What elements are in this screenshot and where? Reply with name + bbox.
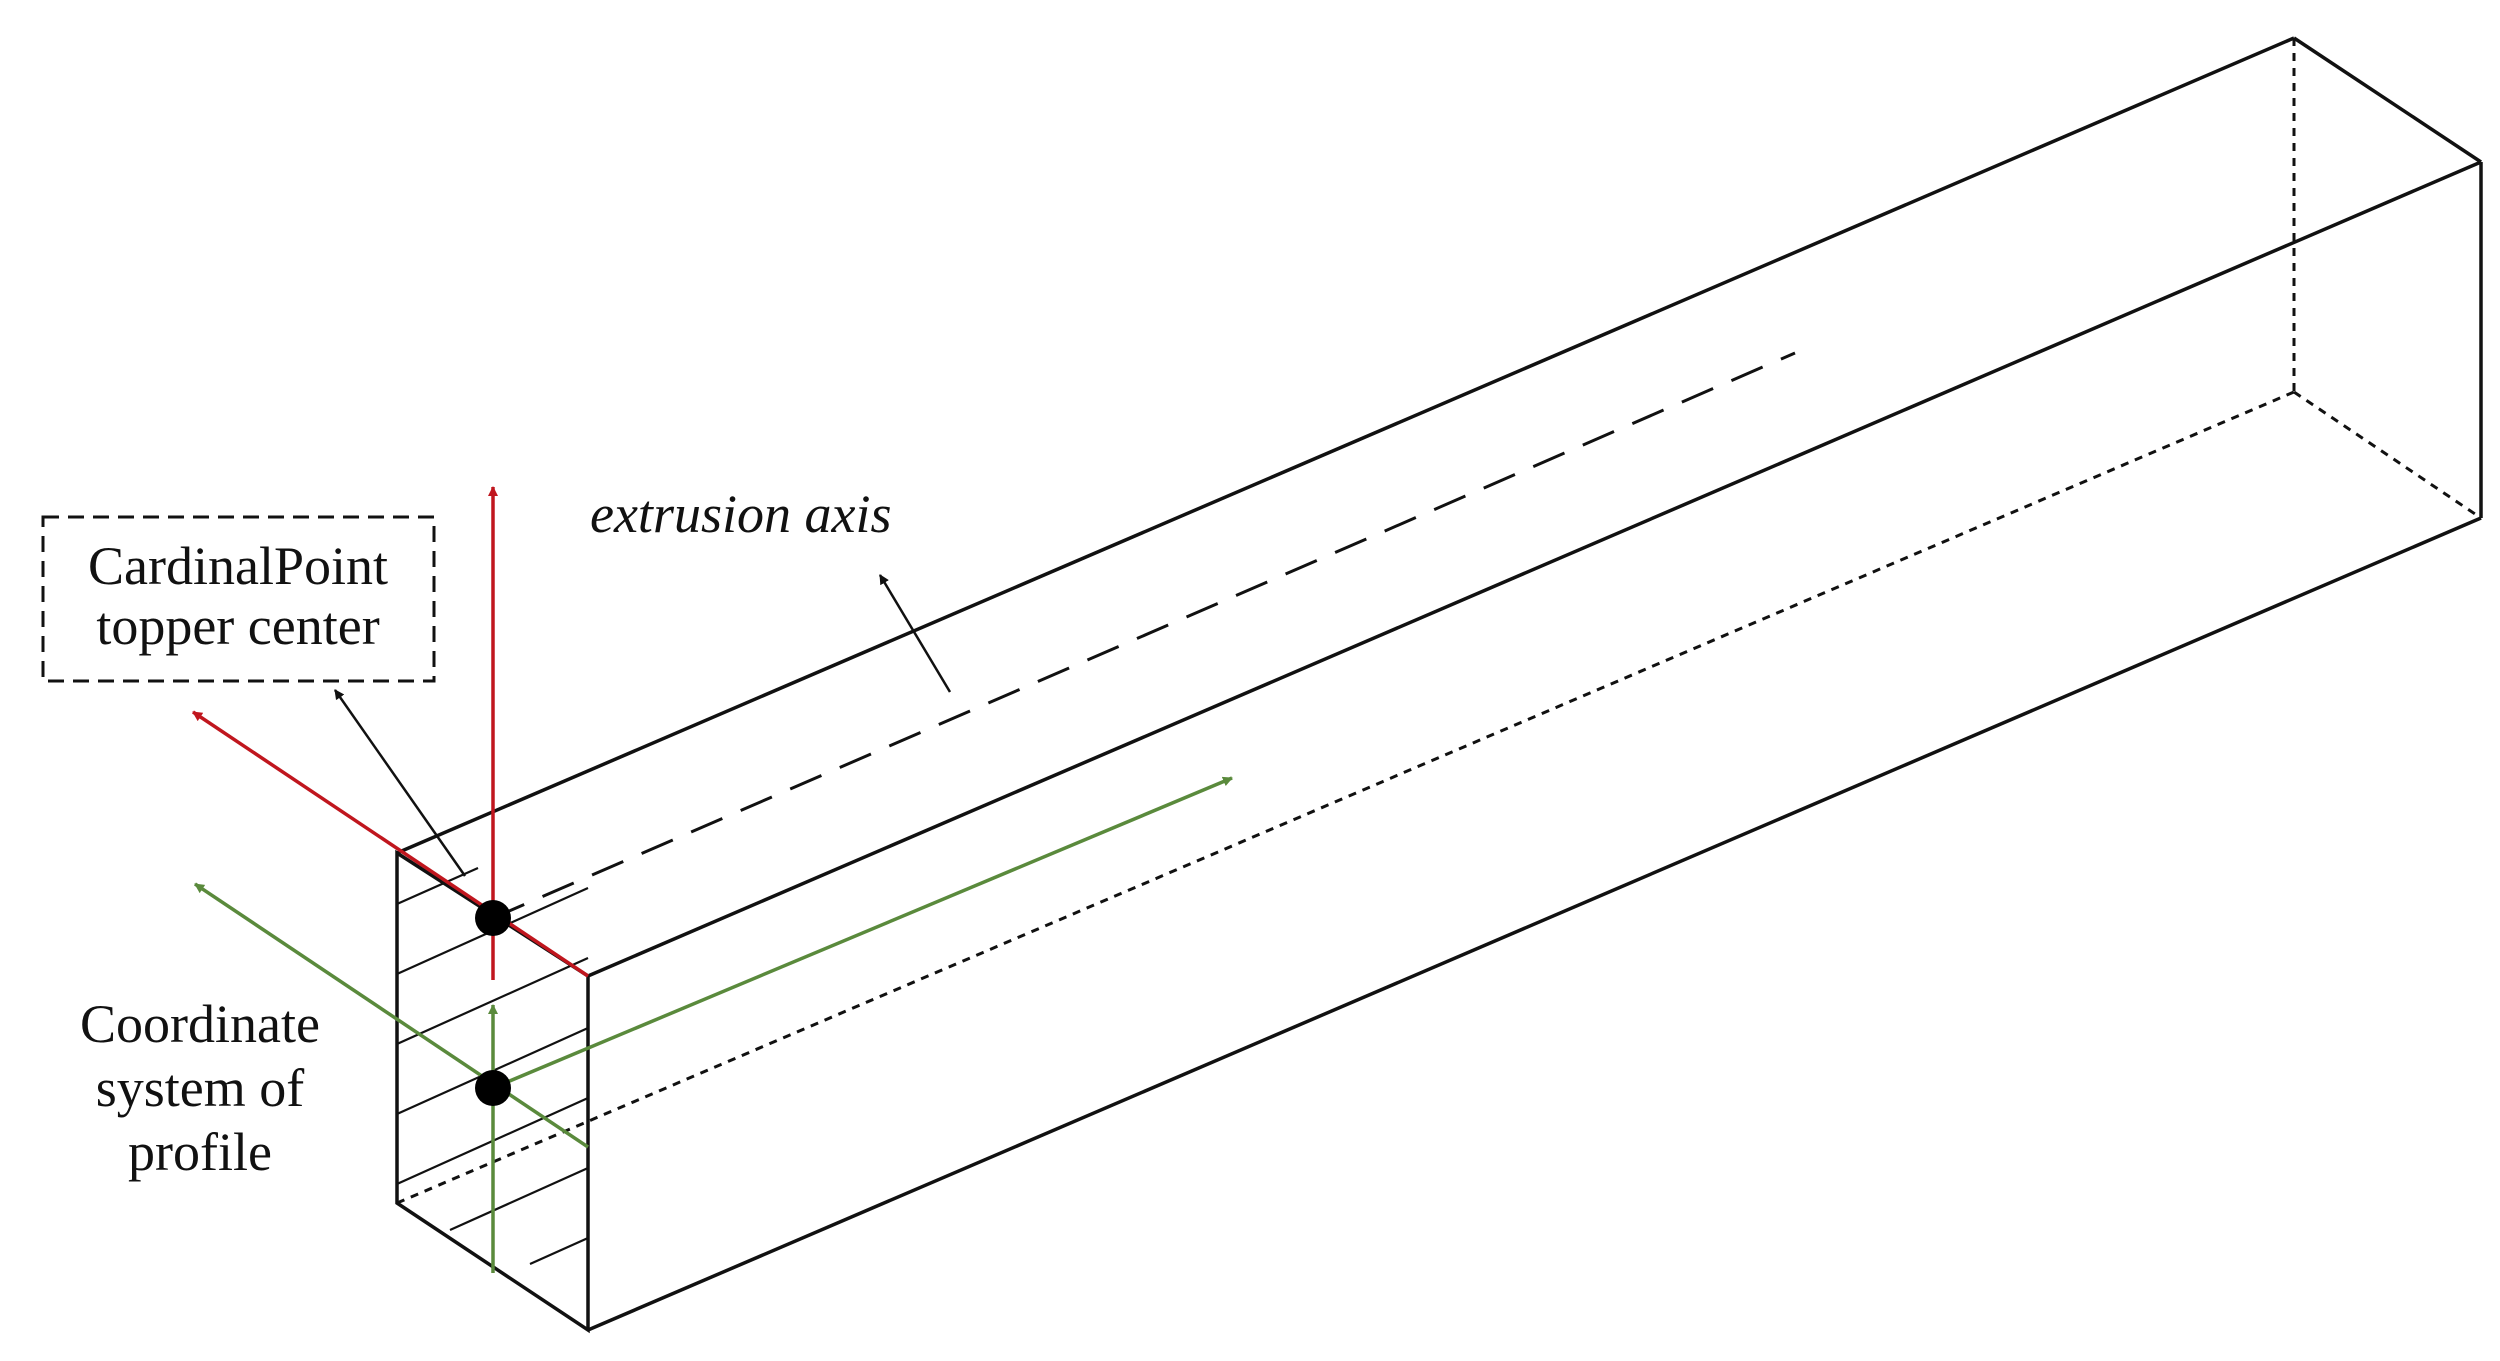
prism-outline (395, 36, 2483, 1334)
profile-x-axis (194, 882, 589, 1149)
coordinate-system-label-line2: system of (96, 1058, 305, 1118)
cardinal-point-leader (333, 689, 467, 877)
coordinate-system-label-line3: profile (128, 1122, 272, 1182)
profile-z-axis (492, 776, 1233, 1090)
top-right-edge (587, 160, 2482, 978)
top-left-edge (396, 36, 2295, 855)
hidden-edges (396, 38, 2482, 1205)
extrusion-axis-label: extrusion axis (590, 484, 891, 544)
coordinate-system-label-line1: Coordinate (80, 994, 320, 1054)
cardinal-point-origin (475, 900, 511, 936)
cardinal-point-axes (192, 486, 589, 980)
profile-origin (475, 1070, 511, 1106)
cardinal-point-label-box (41, 515, 436, 683)
bottom-right-edge (587, 516, 2482, 1332)
extrusion-axis-leader (878, 574, 952, 693)
extrusion-axis-line (492, 351, 1796, 920)
cardinal-x-axis (192, 710, 589, 978)
cardinal-point-label-line2: topper center (96, 596, 379, 656)
back-top-edge (2293, 36, 2482, 164)
cardinal-point-label-line1: CardinalPoint (88, 536, 388, 596)
profile-coordinate-axes (194, 776, 1233, 1273)
